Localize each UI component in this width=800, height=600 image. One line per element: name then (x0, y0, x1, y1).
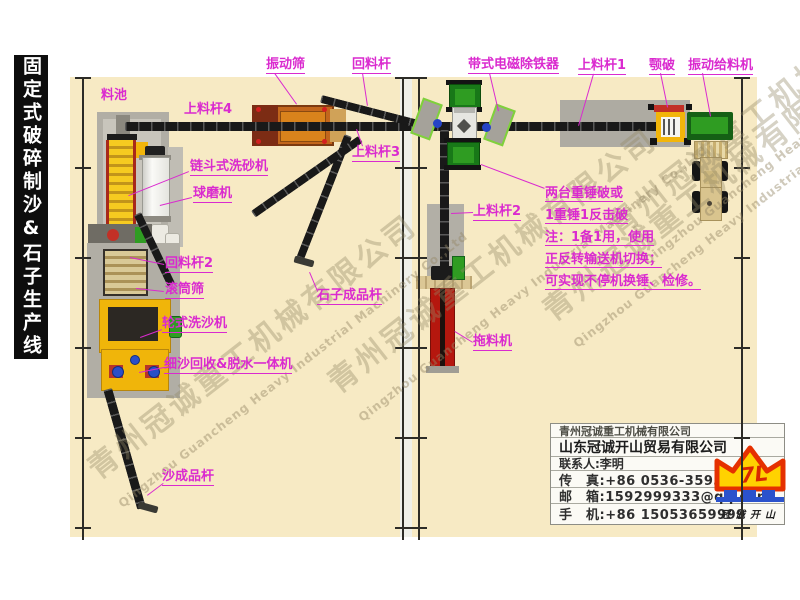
crusher-inner (453, 147, 474, 163)
label-ball-mill: 球磨机 (193, 186, 233, 203)
hammer-crusher-bottom (444, 138, 481, 170)
belt-drive-head (431, 266, 458, 280)
jaw-crusher-machine (648, 100, 692, 146)
crusher-bar (446, 80, 482, 85)
ball-mill (142, 157, 170, 219)
jaw-bolt (686, 104, 692, 110)
label-stock-pool: 料池 (101, 88, 128, 103)
wheel-sand-washer (99, 299, 171, 353)
belt-motor-green (452, 256, 465, 280)
belt-roller-blue (482, 123, 491, 132)
screen-bolt (322, 139, 327, 144)
jaw-bolt (650, 138, 657, 145)
valve-blue-top (130, 355, 140, 365)
label-feed-conveyor4: 上料杆4 (184, 102, 233, 117)
screen-bolt (322, 107, 327, 112)
jaw-grille (663, 119, 678, 135)
crusher-note: 两台重锤破或 1重锤1反击破 注：1备1用，使用 正反转输送机切换； 可实现不停… (545, 182, 702, 292)
loader-engine-dot (707, 201, 712, 206)
label-vibrating-screen: 振动筛 (266, 57, 306, 74)
screen-bolt (256, 139, 261, 144)
label-jaw-crusher: 颚破 (649, 58, 676, 75)
drum-screen (103, 249, 148, 296)
drive-motor-green (135, 227, 146, 243)
jaw-top-bar (654, 105, 684, 112)
loader-wheel (692, 161, 701, 181)
label-feed-conveyor3: 上料杆3 (352, 145, 401, 162)
logo-caption: 冠诚开山 (720, 510, 780, 521)
support-wall (168, 147, 183, 247)
label-stone-product: 石子成品杆 (317, 288, 383, 305)
crusher-bar (444, 165, 481, 170)
note-line: 正反转输送机切换； (545, 248, 663, 268)
note-line: 两台重锤破或 (545, 182, 624, 202)
valve-blue-left (112, 366, 124, 378)
page-title: 固定式破碎制沙&石子生产线 (14, 55, 48, 359)
company-name-trade: 山东冠诚开山贸易有限公司 (551, 438, 784, 457)
discharge-cap (454, 108, 475, 113)
company-logo: 7L 冠诚开山 (711, 444, 789, 521)
fine-sand-recycler (101, 349, 169, 391)
dimension-line (734, 77, 750, 540)
dimension-line (75, 77, 91, 540)
vibrating-feeder-machine (687, 112, 733, 140)
drag-machine-base (426, 366, 459, 373)
elevator-top-cap (107, 134, 137, 140)
belt-roller-blue (433, 119, 442, 128)
note-line: 注：1备1用，使用 (545, 226, 655, 246)
loader-wheel (719, 191, 728, 213)
loader-cab (704, 171, 717, 184)
company-name-cn: 青州冠诚重工机械有限公司 (551, 424, 784, 438)
wheel-loader (692, 141, 728, 223)
ball-mill-flange-bottom (139, 216, 171, 222)
valve-blue-right (148, 366, 160, 378)
label-fine-sand-recycler: 细沙回收&脱水一体机 (164, 357, 293, 374)
crown-logo-icon: 7L (714, 445, 786, 502)
label-vibrating-feeder: 振动给料机 (688, 58, 754, 75)
washer-panel (108, 307, 158, 341)
crusher-bar (444, 138, 481, 143)
label-return-conveyor2: 回料杆2 (165, 256, 214, 273)
label-magnet-separator: 带式电磁除铁器 (468, 57, 560, 74)
label-drum-screen: 滚筒筛 (165, 282, 205, 299)
belt-head-support (116, 115, 130, 139)
drag-machine (430, 288, 455, 368)
note-line: 1重锤1反击破 (545, 204, 629, 224)
screen-bolt (256, 107, 261, 112)
crusher-body (449, 84, 481, 110)
elevator-drive-box (88, 224, 152, 246)
label-drag-machine: 拖料机 (473, 334, 513, 351)
dimension-line (411, 77, 427, 540)
jaw-frame (656, 112, 685, 142)
crusher-body (447, 142, 480, 168)
loader-wheel (692, 191, 701, 213)
jaw-bolt (684, 138, 691, 145)
label-feed-conveyor1: 上料杆1 (578, 58, 627, 75)
jaw-bolt (648, 104, 654, 110)
dimension-line (395, 77, 411, 540)
note-line: 可实现不停机换锤、检修。 (545, 270, 702, 290)
label-wheel-washer: 轮式洗沙机 (162, 316, 228, 333)
fax-number: 传 真:+86 0536-3593111 (551, 471, 784, 489)
contact-person: 联系人:李明 (551, 457, 784, 471)
drag-machine-track (440, 289, 445, 367)
conveyor-feed2 (440, 130, 449, 270)
drive-wheel-red (107, 229, 119, 241)
label-return-conveyor: 回料杆 (352, 57, 392, 74)
feeder-tray (691, 117, 728, 134)
mobile-number: 手 机:+86 15053659999 (559, 508, 746, 523)
label-chain-washer: 链斗式洗砂机 (190, 159, 269, 176)
label-sand-product: 沙成品杆 (162, 469, 215, 486)
loader-wheel (719, 161, 728, 181)
conveyor-main-line (125, 122, 668, 131)
crusher-inner (455, 89, 475, 105)
label-feed-conveyor2: 上料杆2 (473, 204, 522, 221)
discharge-gate (456, 118, 472, 134)
